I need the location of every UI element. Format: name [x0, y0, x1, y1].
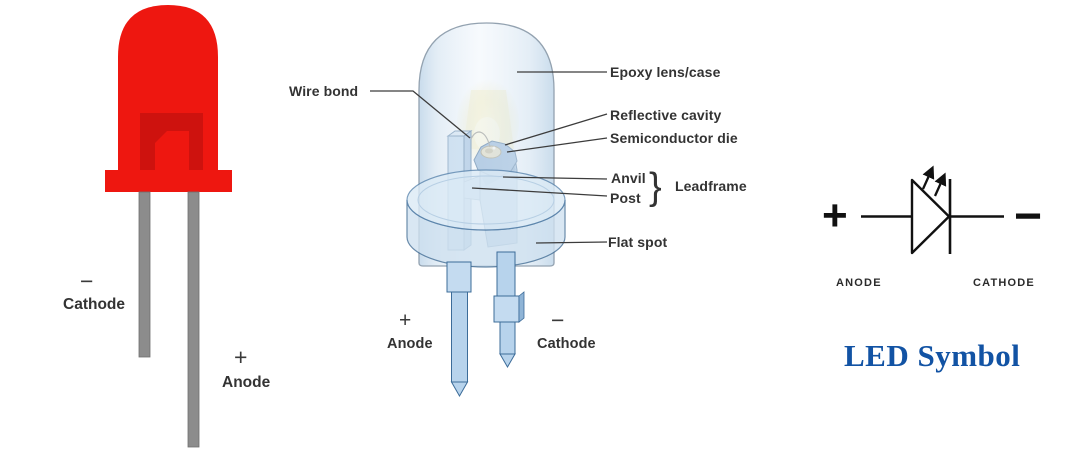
anatomy-cathode-label: Cathode [537, 336, 596, 352]
anatomy-anode-label: Anode [387, 336, 433, 352]
symbol-cathode-label: CATHODE [973, 277, 1035, 289]
reflective-cavity-label: Reflective cavity [610, 107, 722, 123]
post-label: Post [610, 190, 641, 206]
left-cathode-minus-symbol: − [80, 268, 94, 294]
led-anatomy-illustration [370, 22, 608, 398]
symbol-anode-label: ANODE [836, 277, 882, 289]
wire-bond-label: Wire bond [289, 83, 359, 99]
left-anode-plus-symbol: + [234, 344, 248, 370]
leadframe-brace: } [649, 166, 662, 208]
anvil-label: Anvil [611, 170, 646, 186]
flat-spot-label: Flat spot [608, 234, 668, 250]
anatomy-anode-plus-symbol: + [399, 309, 412, 332]
led-symbol-drawing [861, 165, 1004, 255]
epoxy-lens-label: Epoxy lens/case [610, 64, 721, 80]
left-anode-label: Anode [222, 374, 271, 391]
leadframe-label: Leadframe [675, 178, 747, 194]
semiconductor-die-label: Semiconductor die [610, 130, 738, 146]
led-symbol-title: LED Symbol [844, 338, 1021, 373]
symbol-plus-sign: + [822, 191, 848, 240]
left-cathode-label: Cathode [63, 296, 125, 313]
anatomy-cathode-minus-symbol: − [551, 307, 565, 333]
light-emission-arrows-icon [921, 165, 947, 197]
symbol-minus-sign: − [1014, 190, 1043, 243]
red-led-illustration [105, 5, 232, 448]
